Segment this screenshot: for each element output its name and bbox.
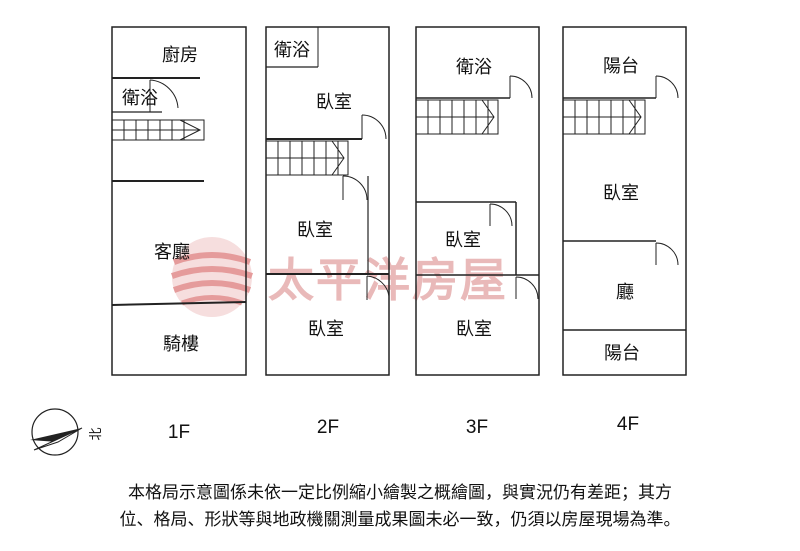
staircase-icon bbox=[265, 140, 349, 176]
room-label: 臥室 bbox=[603, 183, 639, 204]
door-icon bbox=[655, 242, 679, 266]
room-label: 臥室 bbox=[316, 92, 352, 113]
disclaimer: 本格局示意圖係未依一定比例縮小繪製之概繪圖，與實況仍有差距；其方 位、格局、形狀… bbox=[0, 480, 800, 534]
room-label: 客廳 bbox=[154, 242, 190, 263]
room-label: 衛浴 bbox=[274, 40, 310, 61]
floor-2f bbox=[265, 26, 390, 376]
floor-2f-outline bbox=[265, 26, 390, 376]
door-icon bbox=[366, 275, 390, 300]
room-label: 衛浴 bbox=[122, 88, 158, 109]
floor-1f-outline bbox=[111, 26, 247, 376]
staircase-icon bbox=[415, 99, 499, 135]
room-label: 臥室 bbox=[456, 319, 492, 340]
disclaimer-line: 本格局示意圖係未依一定比例縮小繪製之概繪圖，與實況仍有差距；其方 bbox=[128, 483, 672, 503]
room-label: 騎樓 bbox=[163, 334, 199, 355]
room-label: 廳 bbox=[616, 282, 634, 303]
door-icon bbox=[489, 203, 513, 227]
wall bbox=[111, 301, 247, 306]
floor-label: 4F bbox=[617, 414, 639, 435]
room-label: 陽台 bbox=[604, 343, 640, 364]
door-icon bbox=[655, 75, 679, 99]
compass-north-label: 北 bbox=[89, 427, 104, 440]
floor-label: 3F bbox=[466, 417, 488, 438]
floor-4f bbox=[562, 26, 687, 376]
floor-3f-outline bbox=[415, 26, 540, 376]
floor-1f bbox=[111, 26, 247, 376]
door-icon bbox=[342, 175, 368, 201]
room-label: 廚房 bbox=[162, 44, 198, 66]
staircase-icon bbox=[562, 99, 646, 135]
disclaimer-line: 位、格局、形狀等與地政機關測量成果圖未必一致，仍須以房屋現場為準。 bbox=[119, 510, 681, 530]
compass-icon: 北 bbox=[30, 408, 104, 456]
watermark-text: 太平洋房屋 bbox=[268, 253, 508, 307]
watermark: 太平洋房屋 bbox=[171, 237, 508, 317]
door-icon bbox=[509, 75, 533, 99]
room-label: 臥室 bbox=[445, 230, 481, 251]
floor-4f-outline bbox=[562, 26, 687, 376]
room-label: 陽台 bbox=[603, 56, 639, 77]
floor-label: 2F bbox=[317, 417, 339, 438]
door-icon bbox=[515, 276, 539, 300]
door-icon bbox=[361, 114, 387, 140]
staircase-icon bbox=[111, 119, 205, 141]
floor-label: 1F bbox=[168, 422, 190, 443]
room-label: 衛浴 bbox=[456, 57, 492, 78]
floor-3f bbox=[415, 26, 540, 376]
door-icon bbox=[149, 79, 179, 112]
room-label: 臥室 bbox=[297, 220, 333, 241]
room-label: 臥室 bbox=[308, 319, 344, 340]
